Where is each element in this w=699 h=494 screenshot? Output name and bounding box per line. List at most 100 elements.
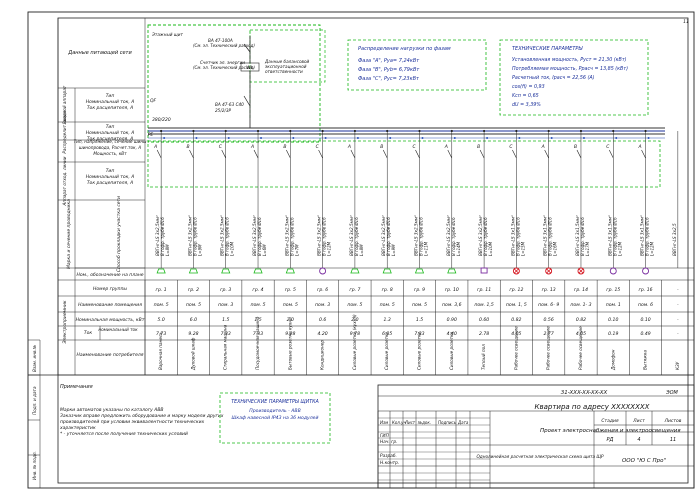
group-number: гр. 12: [509, 287, 523, 293]
group-power: 0.6: [319, 317, 326, 323]
group-breaker-blade: [479, 149, 485, 159]
feeder-text: Счетчик эл. энергии: [200, 60, 245, 65]
tech-row: Расчетный ток, Ірасч = 22,56 (А): [512, 75, 595, 81]
socket-mark-icon: [350, 268, 360, 274]
switch-blade: [243, 95, 251, 107]
group-breaker-blade: [189, 149, 194, 159]
group-length: L=8М: [359, 244, 364, 256]
group-power: 2.0: [351, 317, 358, 323]
group-current: 2.78: [479, 331, 489, 337]
group-phase: C: [413, 144, 417, 150]
group-phase: B: [477, 144, 480, 150]
tech-row: Установленная мощность, Руст = 21,30 (кВ…: [512, 57, 627, 63]
pe-tap-dot: [163, 137, 166, 139]
pe-label: PE: [148, 132, 154, 137]
group-phase: B: [283, 144, 286, 150]
bus-tap-dot: [579, 129, 583, 133]
bus-tap-dot: [644, 129, 647, 133]
group-room: пом. 3: [315, 302, 330, 308]
group-current: 7.73: [156, 331, 166, 337]
pe-tap-dot: [292, 137, 295, 139]
socket-mark-icon: [285, 268, 295, 274]
group-current: 9.78: [350, 331, 360, 337]
out-row-label: Тип: [106, 168, 115, 174]
bus-tap-dot: [450, 129, 453, 133]
group-power: 2.0: [287, 317, 294, 323]
group-phase: C: [219, 144, 223, 150]
group-length: L=9М: [391, 244, 396, 256]
pe-tap-dot: [195, 137, 198, 139]
group-no-label: Номер группы: [93, 286, 127, 292]
stamp-object: Квартира по адресу XXXXXXXX: [535, 403, 650, 411]
lamp-cross-icon: [546, 268, 551, 274]
group-cable: ВВГнг-LS 3х2,5мм²: [478, 215, 483, 256]
group-length: L=7М: [294, 244, 299, 256]
bus-tap-dot: [482, 129, 486, 133]
pe-tap-dot: [227, 137, 230, 139]
dist-header: Распределит. шина: [62, 110, 67, 154]
current-label: номинальный ток: [98, 327, 138, 332]
cabinet-box: [219, 392, 331, 444]
group-room: пом. 5: [186, 302, 201, 308]
group-consumer-name: Рабочее освещение: [546, 326, 551, 370]
bus-row-label: Тип, напряжение, сечение шины: [74, 139, 148, 144]
lamp-cross-icon: [578, 268, 584, 274]
bus-tap-dot: [256, 129, 260, 133]
pe-tap-dot: [486, 137, 489, 139]
group-number: гр. 4: [252, 287, 263, 293]
socket-mark-icon: [382, 268, 392, 274]
group-power: 1.3: [384, 317, 391, 323]
group-length: L=17М: [585, 241, 590, 256]
group-number: гр. 16: [639, 287, 653, 293]
input-row-label: Ток расцепителя, А: [87, 105, 133, 111]
group-cable: ВВГнг-LS 3х1,5мм²: [575, 215, 580, 256]
notes-line: * - уточняется после получения техническ…: [60, 431, 188, 437]
group-phase: B: [380, 144, 383, 150]
tech-row: Kсп = 0,65: [512, 93, 539, 99]
bus-tap-dot: [192, 129, 195, 133]
sheet-value: 4: [637, 437, 640, 443]
group-number: гр. 2: [188, 287, 199, 293]
group-power: 0.56: [544, 317, 554, 323]
group-room: -: [677, 303, 679, 308]
group-cable: ВВГнг-LS 3х2,5мм²: [414, 215, 419, 256]
group-room: пом. 1,5: [474, 302, 494, 308]
tech-row: cos(fi) = 0,93: [512, 84, 545, 90]
dist-row-label: Номинальный ток, А: [86, 130, 135, 136]
stamp-col-header: Изм: [380, 420, 388, 425]
group-cable: ВВГнг-LS 3х2,5мм²: [155, 215, 160, 256]
stamp-role: Н.контр.: [380, 460, 399, 466]
group-power: 0.10: [608, 317, 618, 323]
group-number: гр. 13: [542, 287, 556, 293]
group-consumer-name: Бытовые розетки кухни: [287, 317, 292, 370]
group-length: L=8М: [165, 244, 170, 256]
group-cable: ВВГнг-LS 3х2,5мм²: [381, 215, 386, 256]
group-power: -: [677, 318, 679, 323]
group-cable: ВВГнг-LS 3х2,5: [672, 223, 677, 256]
sheets-header: Листов: [664, 418, 682, 424]
stage-value: РД: [607, 437, 614, 443]
side-stamp-label: Инв. № подл.: [32, 451, 37, 480]
group-breaker-blade: [641, 149, 646, 159]
group-consumer-name: Рабочее освещение: [513, 326, 518, 370]
group-route: В гофр. трубе Ø16: [386, 217, 391, 256]
group-power: 1.5: [416, 317, 423, 323]
bus-row2-label: шинопровода, Расчет.ток, А: [79, 145, 141, 150]
bus-tap-dot: [353, 129, 357, 133]
main-breaker: ВА 47-63 С40: [215, 102, 244, 107]
group-current: 4.40: [447, 331, 457, 337]
feeder-note: эксплуатационной: [265, 64, 307, 69]
cabinet-line: Производитель - АВВ: [249, 408, 300, 414]
group-cable: ВВГнг-LS 3х1,5мм²: [543, 215, 548, 256]
feeder-note: ответственности: [265, 69, 303, 74]
group-number: гр. 15: [606, 287, 620, 293]
lamp-mark-icon: [545, 267, 553, 275]
group-length: L=14М: [456, 241, 461, 256]
group-route: В гофр. трубе Ø16: [483, 217, 488, 256]
group-power: 1.5: [254, 317, 261, 323]
pe-tap-dot: [615, 137, 618, 139]
group-breaker-blade: [350, 149, 356, 159]
meter-label: Wh: [246, 65, 253, 71]
group-breaker-blade: [608, 149, 614, 159]
group-number: гр. 11: [477, 287, 491, 293]
